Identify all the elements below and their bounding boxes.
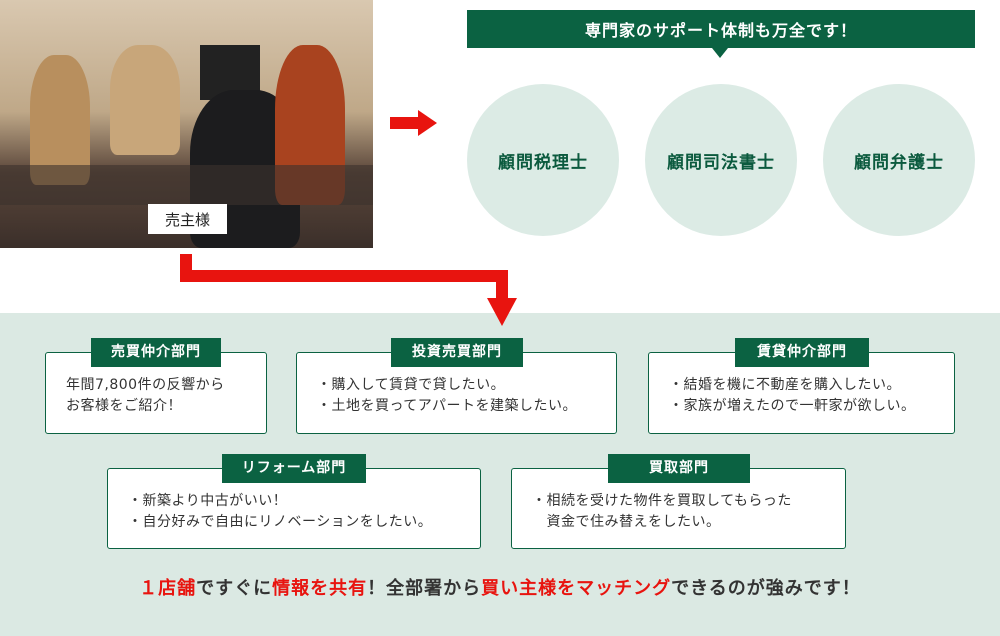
photo-person	[30, 55, 90, 185]
department-text: ・自分好みで自由にリノベーションをしたい。	[128, 514, 433, 530]
department-sales-brokerage: 売買仲介部門 年間7,800件の反響から お客様をご紹介！	[45, 338, 267, 434]
slogan-highlight: １店舗	[139, 578, 197, 599]
slogan-highlight: 買い主様をマッチング	[481, 578, 672, 599]
department-rental-brokerage: 賃貸仲介部門 ・結婚を機に不動産を購入したい。 ・家族が増えたので一軒家が欲しい…	[648, 338, 955, 434]
photo-person	[110, 45, 180, 155]
arrow-right-icon	[390, 110, 437, 136]
department-tag: 売買仲介部門	[91, 338, 221, 367]
support-banner: 専門家のサポート体制も万全です！	[467, 10, 975, 58]
department-text: ・結婚を機に不動産を購入したい。	[669, 377, 901, 393]
department-tag: 買取部門	[608, 454, 750, 483]
slogan-text: ですぐに	[196, 578, 273, 599]
department-purchase: 買取部門 ・相続を受けた物件を買取してもらった 資金で住み替えをしたい。	[511, 454, 846, 549]
department-text: ・土地を買ってアパートを建築したい。	[317, 398, 578, 414]
department-text: ・家族が増えたので一軒家が欲しい。	[669, 398, 916, 414]
department-text: 資金で住み替えをしたい。	[532, 514, 721, 530]
department-investment-sales: 投資売買部門 ・購入して賃貸で貸したい。 ・土地を買ってアパートを建築したい。	[296, 338, 617, 434]
department-text: ・相続を受けた物件を買取してもらった	[532, 493, 792, 509]
department-reform: リフォーム部門 ・新築より中古がいい！ ・自分好みで自由にリノベーションをしたい…	[107, 454, 481, 549]
department-text: ・新築より中古がいい！	[128, 493, 288, 509]
consultation-photo	[0, 0, 373, 248]
advisor-judicial-scrivener: 顧問司法書士	[645, 84, 797, 236]
slogan-text: できるのが強みです！	[671, 578, 861, 599]
advisor-lawyer: 顧問弁護士	[823, 84, 975, 236]
flow-arrow-icon	[180, 254, 517, 326]
slogan: １店舗ですぐに情報を共有！全部署から買い主様をマッチングできるのが強みです！	[0, 574, 1000, 600]
department-tag: リフォーム部門	[222, 454, 366, 483]
photo-table	[0, 165, 373, 205]
slogan-highlight: 情報を共有	[272, 578, 368, 599]
department-text: お客様をご紹介！	[66, 398, 182, 414]
department-tag: 投資売買部門	[391, 338, 523, 367]
department-text: 年間7,800件の反響から	[66, 377, 225, 393]
department-tag: 賃貸仲介部門	[735, 338, 869, 367]
slogan-text: ！全部署から	[367, 578, 482, 599]
department-text: ・購入して賃貸で貸したい。	[317, 377, 506, 393]
seller-label: 売主様	[148, 204, 227, 234]
advisor-tax-accountant: 顧問税理士	[467, 84, 619, 236]
